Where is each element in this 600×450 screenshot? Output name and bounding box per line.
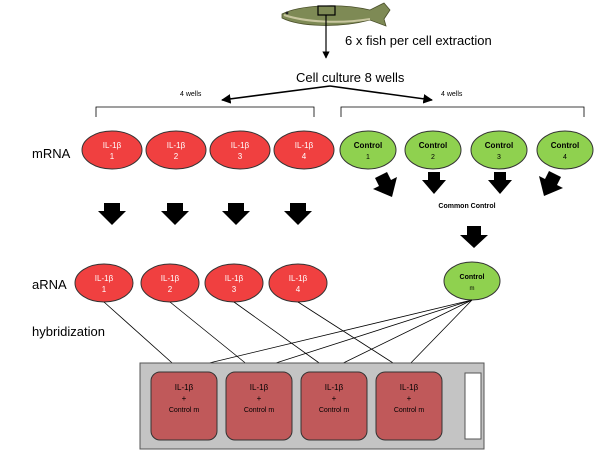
connector xyxy=(233,301,330,371)
node-name: IL-1β xyxy=(295,141,314,150)
arna-row-label: aRNA xyxy=(32,277,67,292)
connector xyxy=(297,301,405,371)
down-left-arrow-icon xyxy=(539,171,563,196)
node-number: 3 xyxy=(238,152,243,161)
mrna-il1b-node-3: IL-1β 3 xyxy=(209,130,271,170)
right-group-label: 4 wells xyxy=(441,91,463,98)
connector xyxy=(169,301,255,371)
well-line-1: IL-1β xyxy=(400,383,419,392)
node-number: 4 xyxy=(563,154,567,161)
node-number: 2 xyxy=(431,154,435,161)
node-name: IL-1β xyxy=(289,274,308,283)
control-pooling-arrows xyxy=(373,171,563,248)
culture-right-arrow xyxy=(329,85,433,104)
slide-well-4: IL-1β + Control m xyxy=(375,371,443,441)
node-name: IL-1β xyxy=(167,141,186,150)
mrna-il1b-node-4: IL-1β 4 xyxy=(273,130,335,170)
arna-control-m-node: Control m xyxy=(443,261,501,301)
well-line-1: IL-1β xyxy=(250,383,269,392)
node-name: IL-1β xyxy=(103,141,122,150)
well-line-3: Control m xyxy=(244,407,275,414)
mrna-control-node-1: Control 1 xyxy=(339,130,397,170)
connector xyxy=(403,299,473,371)
mrna-control-node-3: Control 3 xyxy=(470,130,528,170)
arna-il1b-node-1: IL-1β 1 xyxy=(74,263,134,303)
hybridization-connectors xyxy=(103,299,473,372)
node-number: 1 xyxy=(102,285,107,294)
node-number: 2 xyxy=(168,285,173,294)
well-line-1: IL-1β xyxy=(325,383,344,392)
node-number: m xyxy=(470,286,475,292)
down-arrow-icon xyxy=(98,203,126,225)
slide-label-area xyxy=(464,372,482,440)
down-arrow-icon xyxy=(460,226,488,248)
connector xyxy=(328,299,473,371)
down-arrow-icon xyxy=(161,203,189,225)
node-number: 4 xyxy=(302,152,307,161)
mrna-il1b-node-2: IL-1β 2 xyxy=(145,130,207,170)
well-line-3: Control m xyxy=(394,407,425,414)
fish-image xyxy=(281,2,391,27)
down-arrow-icon xyxy=(222,203,250,225)
node-number: 4 xyxy=(296,285,301,294)
node-number: 1 xyxy=(110,152,115,161)
left-group-bracket xyxy=(95,106,315,117)
node-name: Control xyxy=(485,141,513,150)
node-name: IL-1β xyxy=(225,274,244,283)
well-line-3: Control m xyxy=(169,407,200,414)
node-number: 2 xyxy=(174,152,179,161)
node-name: IL-1β xyxy=(231,141,250,150)
well-line-2: + xyxy=(182,394,187,403)
connector xyxy=(253,299,473,371)
node-name: IL-1β xyxy=(95,274,114,283)
down-arrow-icon xyxy=(422,172,446,194)
mrna-row-label: mRNA xyxy=(32,146,71,161)
hybridization-row-label: hybridization xyxy=(32,324,105,339)
fish-caption: 6 x fish per cell extraction xyxy=(345,33,492,48)
slide-well-3: IL-1β + Control m xyxy=(300,371,368,441)
down-arrow-icon xyxy=(488,172,512,194)
il1b-processing-arrows xyxy=(98,203,312,225)
down-arrow-icon xyxy=(284,203,312,225)
node-number: 3 xyxy=(497,154,501,161)
arna-il1b-node-3: IL-1β 3 xyxy=(204,263,264,303)
node-name: Control xyxy=(419,141,447,150)
well-line-2: + xyxy=(257,394,262,403)
node-number: 3 xyxy=(232,285,237,294)
node-name: IL-1β xyxy=(161,274,180,283)
down-right-arrow-icon xyxy=(373,172,397,197)
connector xyxy=(103,301,181,371)
culture-left-arrow xyxy=(221,85,331,104)
left-group-label: 4 wells xyxy=(180,91,202,98)
well-line-2: + xyxy=(407,394,412,403)
slide-well-1: IL-1β + Control m xyxy=(150,371,218,441)
node-number: 1 xyxy=(366,154,370,161)
arna-il1b-node-4: IL-1β 4 xyxy=(268,263,328,303)
mrna-control-node-2: Control 2 xyxy=(404,130,462,170)
common-control-label: Common Control xyxy=(438,203,495,210)
arna-il1b-node-2: IL-1β 2 xyxy=(140,263,200,303)
mrna-control-node-4: Control 4 xyxy=(536,130,594,170)
node-name: Control xyxy=(354,141,382,150)
mrna-il1b-node-1: IL-1β 1 xyxy=(81,130,143,170)
right-group-bracket xyxy=(340,106,585,117)
connector xyxy=(179,299,473,372)
slide-well-2: IL-1β + Control m xyxy=(225,371,293,441)
node-name: Control xyxy=(460,274,485,281)
culture-label: Cell culture 8 wells xyxy=(296,70,405,85)
well-line-2: + xyxy=(332,394,337,403)
node-name: Control xyxy=(551,141,579,150)
well-line-1: IL-1β xyxy=(175,383,194,392)
well-line-3: Control m xyxy=(319,407,350,414)
